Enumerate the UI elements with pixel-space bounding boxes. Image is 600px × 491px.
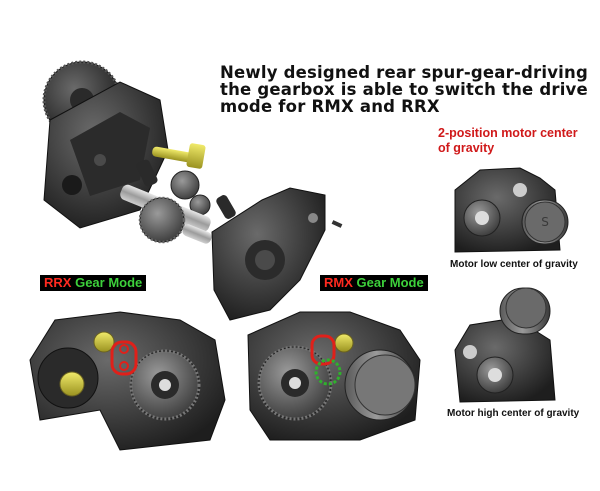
cog-title-line-1: 2-position motor center: [438, 126, 578, 140]
svg-text:S: S: [541, 215, 549, 229]
headline-line-1: Newly designed rear spur-gear-driving: [220, 63, 588, 82]
rmx-gear-mode-label: RMX Gear Mode: [320, 275, 428, 291]
rrx-suffix: Gear Mode: [75, 275, 143, 290]
motor-high-caption: Motor high center of gravity: [447, 408, 580, 419]
rrx-code: RRX: [44, 275, 72, 290]
exploded-gearbox: [42, 60, 343, 321]
motor-low-caption: Motor low center of gravity: [450, 259, 578, 270]
rmx-gear-mode-image: [247, 311, 421, 441]
cog-title: 2-position motor center of gravity: [438, 126, 598, 156]
rmx-code: RMX: [324, 275, 353, 290]
headline: Newly designed rear spur-gear-driving th…: [220, 63, 588, 116]
headline-line-2: the gearbox is able to switch the drive: [220, 80, 588, 99]
motor-low-cog-image: S: [454, 167, 569, 253]
cog-title-line-2: of gravity: [438, 141, 495, 155]
rmx-suffix: Gear Mode: [356, 275, 424, 290]
motor-high-cog-image: [454, 287, 556, 403]
rrx-gear-mode-image: [29, 311, 226, 451]
headline-line-3: mode for RMX and RRX: [220, 97, 440, 116]
rrx-gear-mode-label: RRX Gear Mode: [40, 275, 147, 291]
